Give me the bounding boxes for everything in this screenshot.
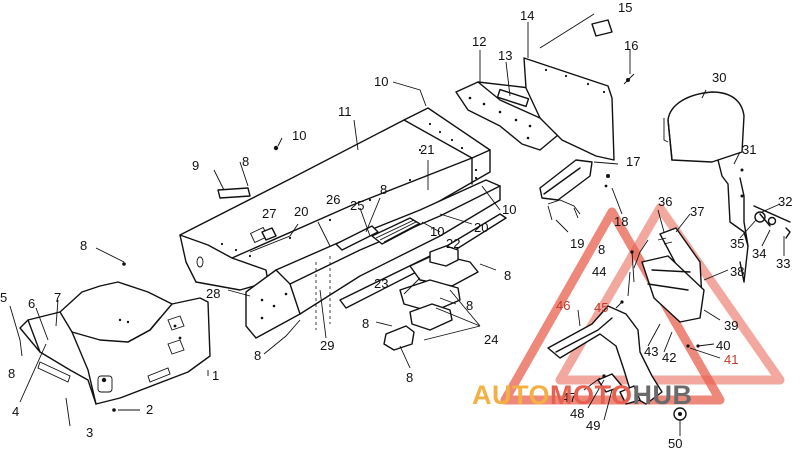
callout-25: 25: [350, 198, 364, 213]
callout-23: 23: [374, 276, 388, 291]
callout-46: 46: [556, 298, 570, 313]
callout-29: 29: [320, 338, 334, 353]
callout-35: 35: [730, 236, 744, 251]
callout-37: 37: [690, 204, 704, 219]
callout-40: 40: [716, 338, 730, 353]
callout-9: 9: [192, 158, 199, 173]
small-hardware: [112, 73, 700, 412]
callout-3: 3: [86, 425, 93, 440]
watermark-text: AUTOMOTOHUB: [472, 380, 693, 410]
mounting-brackets: [383, 245, 479, 351]
backrest: [663, 91, 749, 283]
callout-17: 17: [626, 154, 640, 169]
callout-15: 15: [618, 0, 632, 15]
rear-grab-bar: [547, 305, 663, 405]
callout-31: 31: [742, 142, 756, 157]
callout-47: 47: [562, 390, 576, 405]
callout-16: 16: [624, 38, 638, 53]
watermark-part-1: AUTO: [472, 380, 550, 410]
callout-8-bracket-top: 8: [504, 268, 511, 283]
hitch-bracket: [539, 159, 593, 221]
callout-11: 11: [338, 104, 352, 119]
callout-8-nose-top: 8: [80, 238, 87, 253]
callout-42: 42: [662, 350, 676, 365]
callout-26: 26: [326, 192, 340, 207]
callout-13: 13: [498, 48, 512, 63]
callout-21: 21: [420, 142, 434, 157]
front-nose-pan: [19, 281, 211, 405]
callout-labels: 1 2 3 4 5 6 7 8 8 8 8 8 8 8 8 8 8 9 10 1…: [0, 0, 792, 451]
watermark-part-2: MOTO: [550, 380, 633, 410]
callout-27: 27: [262, 206, 276, 221]
callout-8-tunnel: 8: [380, 182, 387, 197]
hinge-hardware: [753, 205, 791, 239]
callout-4: 4: [12, 404, 19, 419]
callout-20-right: 20: [474, 220, 488, 235]
callout-36: 36: [658, 194, 672, 209]
callout-8-side-rail: 8: [254, 348, 261, 363]
callout-8-bracket-bottom: 8: [406, 370, 413, 385]
callout-7: 7: [54, 290, 61, 305]
callout-14: 14: [520, 8, 534, 23]
grab-handle-brackets: [641, 227, 705, 323]
svg-text:AUTOMOTOHUB: AUTOMOTOHUB: [472, 380, 693, 410]
callout-38: 38: [730, 264, 744, 279]
rear-bumper-assembly: [455, 19, 615, 161]
callout-8-bracket-right: 8: [466, 298, 473, 313]
callout-41: 41: [724, 352, 738, 367]
callout-1: 1: [212, 368, 219, 383]
callout-8-handle: 8: [598, 242, 605, 257]
callout-6: 6: [28, 296, 35, 311]
callout-24: 24: [484, 332, 498, 347]
callout-30: 30: [712, 70, 726, 85]
callout-49: 49: [586, 418, 600, 433]
callout-19: 19: [570, 236, 584, 251]
callout-10-left: 10: [292, 128, 306, 143]
callout-10-top: 10: [374, 74, 388, 89]
knob-part-50: [673, 407, 687, 421]
callout-39: 39: [724, 318, 738, 333]
callout-43: 43: [644, 344, 658, 359]
callout-34: 34: [752, 246, 766, 261]
callout-8-tag: 8: [242, 154, 249, 169]
watermark-part-3: HUB: [633, 380, 693, 410]
callout-18: 18: [614, 214, 628, 229]
callout-48: 48: [570, 406, 584, 421]
callout-32: 32: [778, 194, 792, 209]
callout-8-left-bottom: 8: [8, 366, 15, 381]
callout-22: 22: [446, 236, 460, 251]
footrest-grating: [335, 217, 421, 251]
callout-10-center: 10: [430, 224, 444, 239]
callout-20-left: 20: [294, 204, 308, 219]
callout-44: 44: [592, 264, 606, 279]
callout-28: 28: [206, 286, 220, 301]
leader-lines: [9, 13, 785, 436]
callout-12: 12: [472, 34, 486, 49]
callout-5: 5: [0, 290, 7, 305]
callout-8-bracket-mid: 8: [362, 316, 369, 331]
callout-50: 50: [668, 436, 682, 451]
callout-45: 45: [594, 300, 608, 315]
callout-10-right: 10: [502, 202, 516, 217]
callout-33: 33: [776, 256, 790, 271]
callout-2: 2: [146, 402, 153, 417]
